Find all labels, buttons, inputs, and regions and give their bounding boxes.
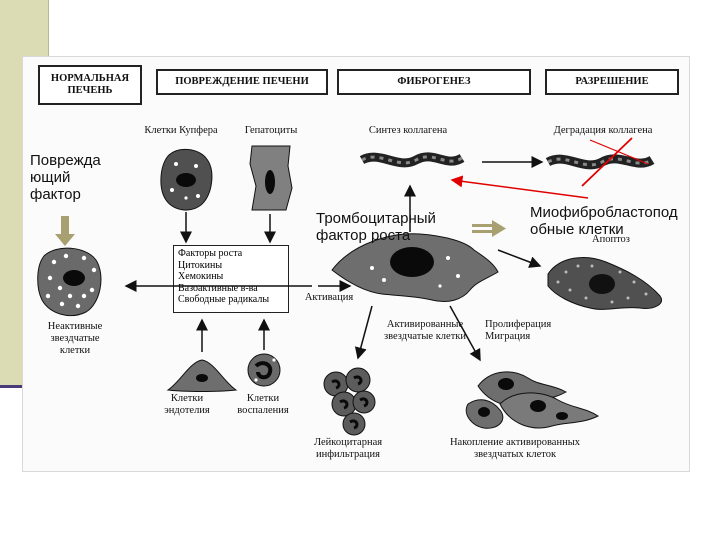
label-collagen-degradation: Деградация коллагена — [553, 125, 653, 136]
label-leukocyte-infiltration: Лейкоцитарная инфильтрация — [313, 437, 383, 460]
label-apoptosis: Апоптоз — [592, 234, 630, 245]
degraded-collagen-icon — [545, 154, 655, 170]
overlay-myofibroblast: Миофибробластопод обные клетки — [530, 204, 678, 238]
label-activated-stellate: Активированные звездчатые клетки — [383, 319, 467, 342]
label-activation: Активация — [304, 292, 354, 303]
factors-box: Факторы роста Цитокины Хемокины Вазоакти… — [173, 245, 289, 313]
inactive-stellate-cell-icon — [37, 247, 102, 316]
label-hepatocytes: Гепатоциты — [244, 125, 298, 136]
label-inflammatory-cells: Клетки воспаления — [237, 393, 289, 416]
damage-factor-arrow — [55, 216, 75, 246]
leukocyte-cluster-icon — [323, 367, 376, 436]
platelet-factor-arrow — [472, 220, 506, 237]
factor-free-radicals: Свободные радикалы — [178, 294, 270, 305]
header-fibrogenesis: ФИБРОГЕНЕЗ — [337, 69, 531, 95]
apoptotic-cell-icon — [547, 257, 662, 310]
flow-arrows — [124, 156, 544, 362]
label-collagen-synthesis: Синтез коллагена — [368, 125, 448, 136]
hepatocyte-icon — [249, 145, 293, 211]
collagen-fiber-icon — [359, 152, 465, 168]
header-resolution: РАЗРЕШЕНИЕ — [545, 69, 679, 95]
label-endothelial-cells: Клетки эндотелия — [164, 393, 210, 416]
label-kupffer-cells: Клетки Купфера — [144, 125, 218, 136]
activated-stellate-cell-icon — [331, 233, 499, 303]
kupffer-cell-icon — [160, 149, 213, 211]
header-normal-liver: НОРМАЛЬНАЯ ПЕЧЕНЬ — [38, 65, 142, 105]
red-annotations — [450, 137, 649, 199]
overlay-platelet-factor: Тромбоцитарный фактор роста — [316, 210, 436, 244]
accumulated-cells-icon — [465, 371, 599, 429]
label-proliferation: Пролиферация Миграция — [485, 319, 552, 342]
overlay-damaging-factor: Поврежда ющий фактор — [30, 152, 101, 203]
header-liver-injury: ПОВРЕЖДЕНИЕ ПЕЧЕНИ — [156, 69, 328, 95]
label-accumulation: Накопление активированных звездчатых кле… — [449, 437, 581, 460]
factor-vasoactive: Вазоактивные в-ва — [178, 282, 258, 294]
label-inactive-stellate: Неактивные звездчатые клетки — [47, 321, 103, 356]
accent-divider — [48, 0, 49, 60]
factor-chemokines: Хемокины — [178, 271, 224, 282]
inflammatory-cell-icon — [247, 353, 281, 387]
factor-growth: Факторы роста — [178, 248, 243, 259]
factor-cytokines: Цитокины — [178, 259, 223, 271]
endothelial-cell-icon — [166, 359, 238, 392]
